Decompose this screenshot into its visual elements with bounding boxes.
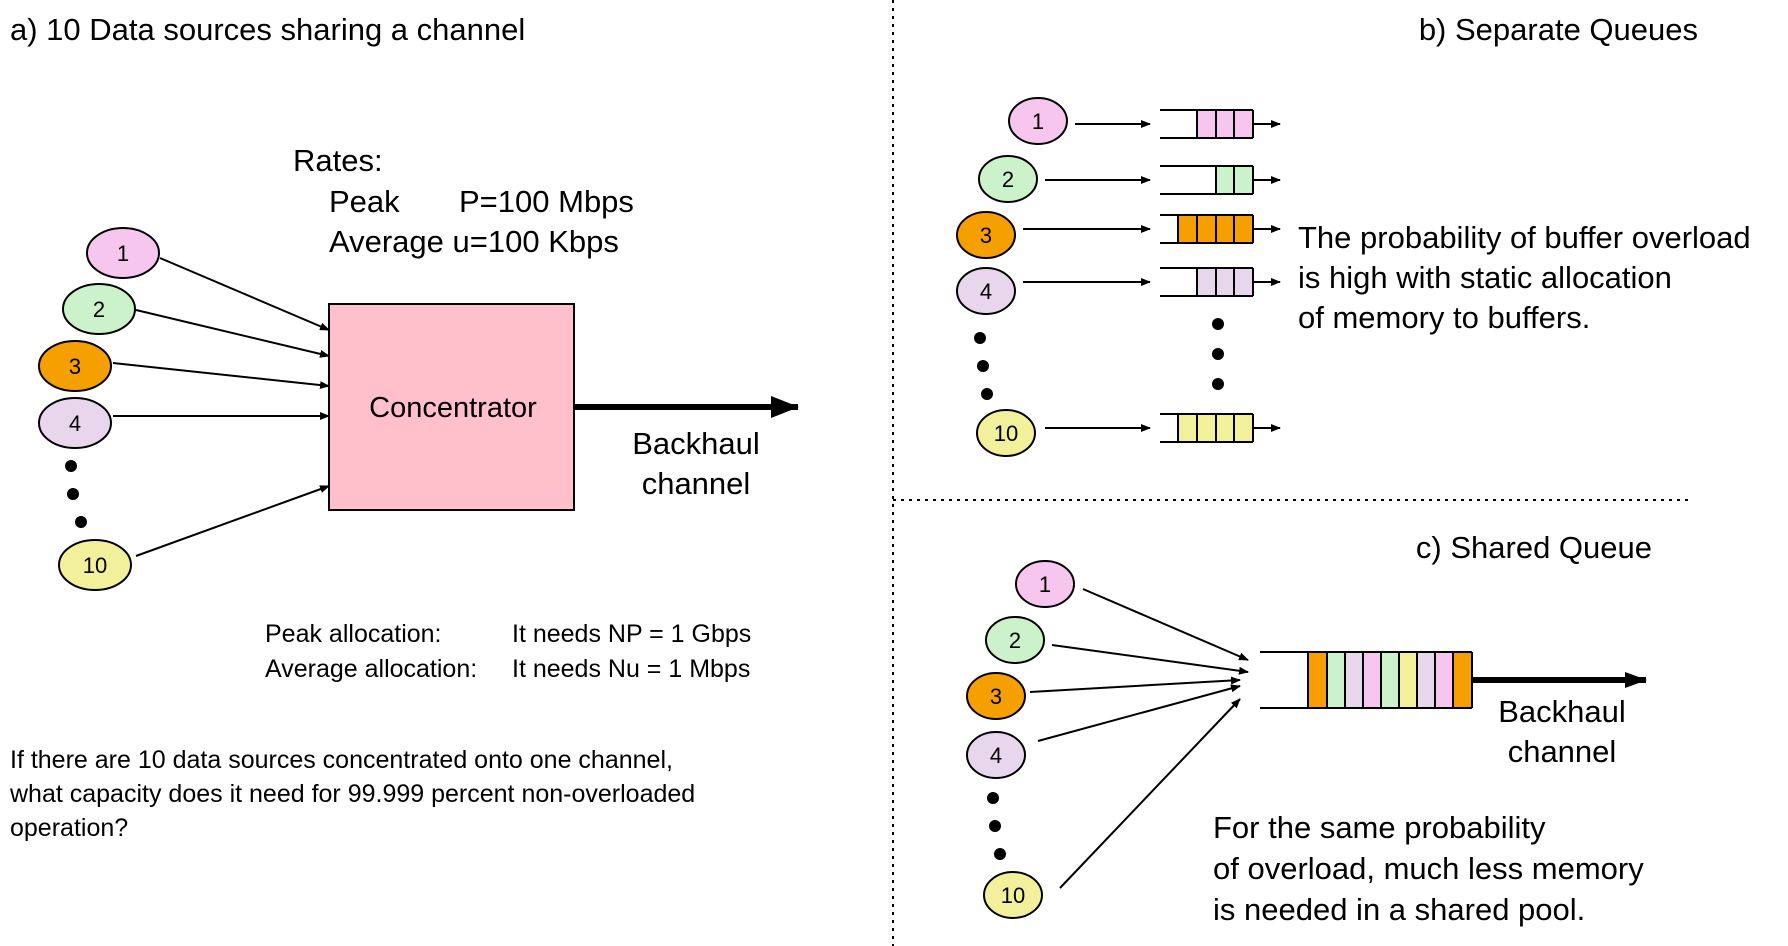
backhaul-label-line2: channel <box>642 466 751 501</box>
arrow-source-2 <box>135 309 330 358</box>
svg-text:10: 10 <box>1001 883 1025 908</box>
ellipsis-dot <box>1212 378 1224 390</box>
backhaul-label-line1: Backhaul <box>1498 694 1626 729</box>
question-line-1: If there are 10 data sources concentrate… <box>10 746 673 774</box>
arrow-source-1 <box>159 257 330 331</box>
source-node-1: 1 <box>86 227 160 279</box>
backhaul-label-line2: channel <box>1508 734 1617 769</box>
buffer-10 <box>1160 413 1254 443</box>
source-node-3: 3 <box>966 672 1026 720</box>
panel-a: a) 10 Data sources sharing a channel Rat… <box>9 12 799 842</box>
average-allocation-label: Average allocation: <box>265 655 477 683</box>
svg-text:3: 3 <box>990 684 1002 709</box>
average-allocation-value: It needs Nu = 1 Mbps <box>512 655 750 683</box>
svg-text:2: 2 <box>1002 167 1014 192</box>
svg-text:10: 10 <box>83 553 107 578</box>
ellipsis-dot <box>994 848 1006 860</box>
svg-text:1: 1 <box>1039 572 1051 597</box>
shared-buffer <box>1260 651 1473 709</box>
source-node-10: 10 <box>983 871 1043 919</box>
panel-c-note-line-1: For the same probability <box>1213 810 1546 845</box>
ellipsis-dot <box>989 820 1001 832</box>
ellipsis-dot <box>1212 348 1224 360</box>
ellipsis-dot <box>65 460 77 472</box>
ellipsis-dot <box>987 792 999 804</box>
queue-row-10: 10 <box>976 409 1281 457</box>
panel-c: c) Shared Queue 1 2 3 4 10 <box>966 530 1652 927</box>
source-node-4 <box>956 267 1016 315</box>
ellipsis-dot <box>67 488 79 500</box>
svg-text:4: 4 <box>69 411 81 436</box>
source-node-1: 1 <box>1015 560 1075 608</box>
panel-a-title: a) 10 Data sources sharing a channel <box>10 12 525 47</box>
ellipsis-dot <box>1212 318 1224 330</box>
panel-b-note-line-2: is high with static allocation <box>1298 260 1672 295</box>
source-node-2: 2 <box>985 616 1045 664</box>
arrow-source-2 <box>1051 644 1249 675</box>
buffer-4 <box>1160 267 1254 297</box>
arrow-source-10 <box>135 485 330 557</box>
svg-text:1: 1 <box>1032 109 1044 134</box>
source-node-10: 10 <box>58 539 132 591</box>
source-node-10 <box>976 409 1036 457</box>
source-node-4: 4 <box>38 397 112 449</box>
arrow-source-3 <box>112 362 330 390</box>
svg-text:1: 1 <box>117 241 129 266</box>
arrow-source-4 <box>1037 684 1241 742</box>
question-line-2: what capacity does it need for 99.999 pe… <box>9 780 695 808</box>
svg-text:4: 4 <box>980 279 992 304</box>
question-line-3: operation? <box>10 814 128 842</box>
arrow-source-3 <box>1029 676 1241 693</box>
peak-allocation-label: Peak allocation: <box>265 620 442 648</box>
svg-text:3: 3 <box>980 223 992 248</box>
svg-text:2: 2 <box>93 297 105 322</box>
arrow-source-1 <box>1082 588 1249 661</box>
svg-text:4: 4 <box>990 743 1002 768</box>
queue-row-3: 3 <box>956 211 1281 259</box>
concentrator-box <box>328 303 575 511</box>
queue-row-4: 4 <box>956 267 1281 315</box>
source-node-3: 3 <box>38 340 112 392</box>
svg-text:10: 10 <box>994 421 1018 446</box>
panel-b-note-line-1: The probability of buffer overload <box>1298 220 1751 255</box>
ellipsis-dot <box>75 516 87 528</box>
peak-allocation-value: It needs NP = 1 Gbps <box>512 620 751 648</box>
ellipsis-dot <box>974 332 986 344</box>
peak-label: Peak <box>329 184 400 219</box>
arrow-source-10 <box>1059 698 1241 889</box>
buffer-1 <box>1160 109 1254 139</box>
buffer-3 <box>1160 214 1254 244</box>
panel-b-title: b) Separate Queues <box>1419 12 1698 47</box>
svg-text:3: 3 <box>69 354 81 379</box>
ellipsis-dot <box>981 388 993 400</box>
panel-b: b) Separate Queues 1 2 <box>956 12 1751 457</box>
backhaul-label-line1: Backhaul <box>632 426 760 461</box>
buffer-2 <box>1160 165 1254 195</box>
ellipsis-dot <box>977 360 989 372</box>
source-node-2: 2 <box>62 283 136 335</box>
peak-value: P=100 Mbps <box>459 184 634 219</box>
panel-c-title: c) Shared Queue <box>1416 530 1652 565</box>
source-node-2 <box>978 155 1038 203</box>
concentrator-label: Concentrator <box>369 392 537 424</box>
average-rate: Average u=100 Kbps <box>329 224 619 259</box>
svg-text:2: 2 <box>1009 628 1021 653</box>
panel-c-note-line-2: of overload, much less memory <box>1213 851 1644 886</box>
rates-label: Rates: <box>293 143 383 178</box>
source-node-1 <box>1008 97 1068 145</box>
queue-row-2: 2 <box>978 155 1281 203</box>
source-node-3 <box>956 211 1016 259</box>
panel-c-note-line-3: is needed in a shared pool. <box>1213 892 1585 927</box>
panel-b-note-line-3: of memory to buffers. <box>1298 300 1590 335</box>
queue-row-1: 1 <box>1008 97 1281 145</box>
source-node-4: 4 <box>966 731 1026 779</box>
